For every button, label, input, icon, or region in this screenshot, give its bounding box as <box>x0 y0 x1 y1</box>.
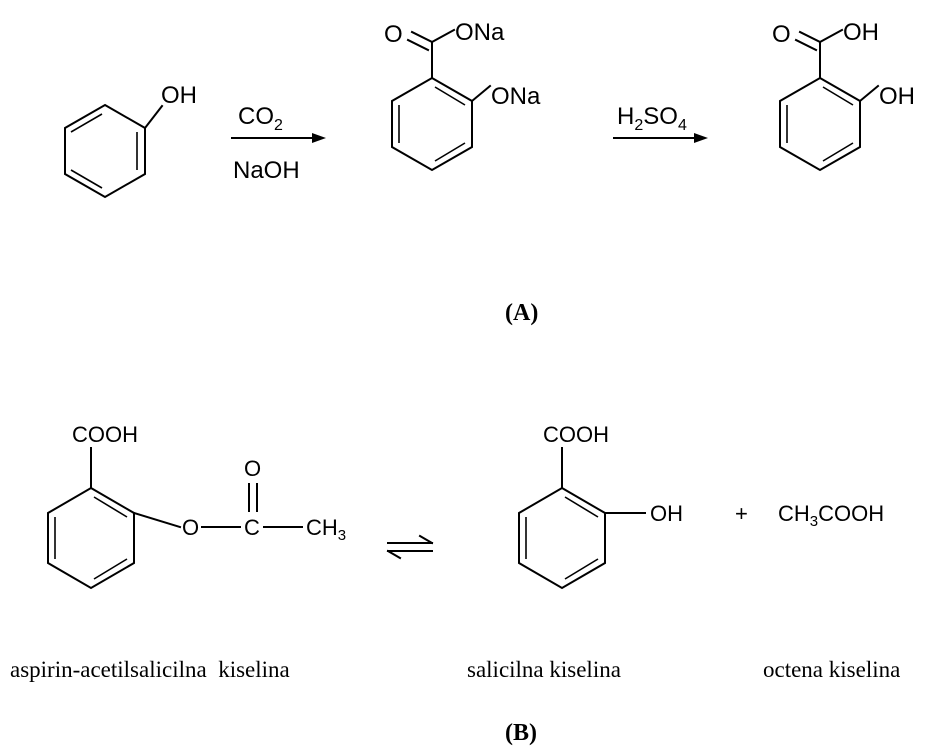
salicylic-a-co-double <box>794 38 818 52</box>
salicylate-cona-bond <box>430 28 456 44</box>
salicylate-co-double <box>406 38 430 52</box>
step1-arrow-group: CO2 NaOH <box>231 103 326 184</box>
salicylate-carbonyl-o: O <box>384 21 403 48</box>
acetic-caption: octena kiselina <box>763 657 900 682</box>
salicylic-a-oh-ring: OH <box>879 83 915 110</box>
salicylic-a-co-double <box>798 30 822 44</box>
salicylic-b-cooh: COOH <box>543 422 609 447</box>
aspirin-inner-bond <box>93 496 128 518</box>
aspirin-cooh: COOH <box>72 422 138 447</box>
step2-arrow-head <box>694 133 708 143</box>
part-b: COOH O C O CH3 COOH <box>10 422 900 746</box>
aspirin-carbonyl-c: C <box>244 515 260 540</box>
salicylic-a-carbonyl-o: O <box>772 21 791 48</box>
aspirin-ring-o-bond <box>132 511 182 529</box>
equilibrium-reverse-barb <box>386 549 402 560</box>
phenol-structure: OH <box>64 82 197 199</box>
salicylic-a-ring <box>779 76 861 172</box>
salicylate-inner-bond <box>434 86 466 106</box>
salicylic-a-coh-bond <box>818 28 844 44</box>
part-b-label: (B) <box>505 720 537 746</box>
phenol-oh-label: OH <box>161 82 197 109</box>
salicylic-b-ring <box>518 486 606 590</box>
step1-arrow-head <box>312 133 326 143</box>
part-a-label: (A) <box>505 300 538 326</box>
step2-reagent: H2SO4 <box>617 103 687 134</box>
salicylic-acid-structure-b: COOH OH <box>518 422 683 590</box>
salicylate-ona-top: ONa <box>455 19 505 46</box>
sodium-salicylate-structure: O ONa ONa <box>384 19 541 172</box>
step2-arrow-group: H2SO4 <box>613 103 708 143</box>
salicylic-a-ring-oh-bond <box>858 84 880 103</box>
step1-reagent-top: CO2 <box>238 103 283 134</box>
salicylate-inner-bond <box>434 142 466 162</box>
salicylic-b-inner-bond <box>564 558 599 580</box>
salicylic-caption: salicilna kiselina <box>467 657 621 682</box>
salicylic-acid-structure-a: O OH OH <box>772 19 915 172</box>
step1-reagent-bottom: NaOH <box>233 157 300 184</box>
aspirin-carbonyl-o: O <box>244 456 261 481</box>
aspirin-caption: aspirin-acetilsalicilna kiselina <box>10 657 290 682</box>
phenol-inner-bond <box>70 113 103 133</box>
salicylic-b-oh: OH <box>650 501 683 526</box>
salicylate-ring-ona-bond <box>470 84 492 103</box>
aspirin-structure: COOH O C O CH3 <box>47 422 346 590</box>
salicylic-a-inner-bond <box>822 86 854 106</box>
aspirin-ch3: CH3 <box>306 515 346 544</box>
salicylate-ring <box>391 76 473 172</box>
equilibrium-arrows <box>386 534 434 560</box>
aspirin-ester-o: O <box>182 515 199 540</box>
acetic-acid-formula: CH3COOH <box>778 501 884 530</box>
phenol-ring <box>64 103 146 199</box>
aspirin-inner-bond <box>93 558 128 580</box>
salicylic-b-inner-bond <box>564 496 599 518</box>
salicylic-a-oh-top: OH <box>843 19 879 46</box>
phenol-oh-bond <box>143 104 164 130</box>
phenol-inner-bond <box>70 169 103 189</box>
salicylate-ona-ring: ONa <box>491 83 541 110</box>
salicylic-a-inner-bond <box>822 142 854 162</box>
aspirin-ring <box>47 486 135 590</box>
equilibrium-forward-barb <box>418 534 434 545</box>
plus-sign: + <box>735 501 748 526</box>
part-a: OH CO2 NaOH O ONa ONa <box>64 19 915 326</box>
salicylate-co-double <box>410 30 434 44</box>
